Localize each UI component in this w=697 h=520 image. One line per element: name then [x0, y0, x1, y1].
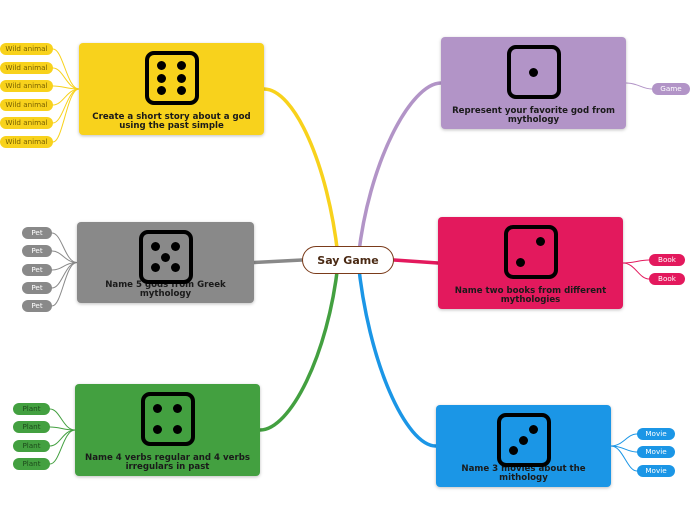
subtopic-connector-two: [622, 259, 650, 264]
subtopic-connector-two: [622, 262, 650, 280]
dice-pip: [529, 67, 538, 77]
dice-pip: [173, 404, 183, 414]
subtopic-pill-six[interactable]: Wild animal: [0, 80, 53, 92]
dice-pip: [156, 73, 166, 83]
subtopic-pill-six[interactable]: Wild animal: [0, 117, 53, 129]
dice-pip: [508, 445, 518, 455]
subtopic-connector-four: [49, 429, 76, 465]
dice-pip: [156, 86, 166, 96]
dice-pip: [536, 237, 546, 247]
subtopic-pill-one[interactable]: Game: [652, 83, 690, 95]
topic-five[interactable]: Name 5 gods from Greek mythology: [77, 222, 254, 303]
central-topic-label: Say Game: [317, 253, 379, 267]
central-topic[interactable]: Say Game: [302, 246, 394, 274]
subtopic-connector-six: [52, 48, 80, 90]
topic-five-label: Name 5 gods from Greek mythology: [105, 279, 226, 299]
dice-five-icon: [138, 230, 193, 284]
subtopic-pill-six[interactable]: Wild animal: [0, 99, 53, 111]
dice-pip: [150, 242, 160, 252]
subtopic-pill-four[interactable]: Plant: [13, 440, 50, 452]
subtopic-pill-three[interactable]: Movie: [637, 428, 675, 440]
subtopic-connector-six: [52, 67, 80, 90]
subtopic-pill-two[interactable]: Book: [649, 254, 685, 266]
subtopic-pill-four[interactable]: Plant: [13, 458, 50, 470]
branch-five: [252, 258, 304, 265]
dice-four-icon: [140, 392, 195, 446]
topic-one[interactable]: Represent your favorite god from mytholo…: [441, 37, 626, 129]
branch-two: [392, 258, 440, 265]
subtopic-pill-two[interactable]: Book: [649, 273, 685, 285]
dice-pip: [529, 425, 539, 435]
branch-three: [356, 258, 438, 448]
subtopic-pill-five[interactable]: Pet: [22, 245, 52, 257]
branch-six: [262, 87, 340, 258]
dice-pip: [152, 424, 162, 434]
subtopic-connector-five: [51, 232, 78, 263]
subtopic-pill-six[interactable]: Wild animal: [0, 136, 53, 148]
subtopic-pill-six[interactable]: Wild animal: [0, 43, 53, 55]
subtopic-connector-four: [49, 408, 76, 431]
dice-pip: [515, 257, 525, 267]
topic-three[interactable]: Name 3 movies about the mithology: [436, 405, 611, 487]
subtopic-pill-five[interactable]: Pet: [22, 282, 52, 294]
dice-pip: [152, 404, 162, 414]
subtopic-pill-five[interactable]: Pet: [22, 264, 52, 276]
subtopic-connector-three: [610, 445, 638, 472]
topic-six-label: Create a short story about a god using t…: [92, 111, 251, 131]
dice-pip: [519, 435, 528, 445]
subtopic-connector-four: [49, 426, 76, 431]
subtopic-pill-six[interactable]: Wild animal: [0, 62, 53, 74]
subtopic-pill-five[interactable]: Pet: [22, 227, 52, 239]
subtopic-connector-five: [51, 262, 78, 307]
subtopic-connector-four: [49, 429, 76, 447]
topic-six[interactable]: Create a short story about a god using t…: [79, 43, 264, 135]
topic-four-label: Name 4 verbs regular and 4 verbs irregul…: [85, 452, 250, 472]
topic-two[interactable]: Name two books from different mythologie…: [438, 217, 623, 309]
subtopic-pill-three[interactable]: Movie: [637, 465, 675, 477]
dice-pip: [156, 60, 166, 70]
topic-one-label: Represent your favorite god from mytholo…: [452, 105, 615, 125]
dice-pip: [171, 262, 181, 272]
topic-four[interactable]: Name 4 verbs regular and 4 verbs irregul…: [75, 384, 260, 476]
topic-two-label: Name two books from different mythologie…: [454, 285, 607, 305]
dice-six-icon: [144, 51, 199, 105]
subtopic-connector-five: [51, 250, 78, 263]
dice-pip: [173, 424, 183, 434]
dice-pip: [150, 262, 160, 272]
dice-pip: [177, 73, 187, 83]
subtopic-pill-four[interactable]: Plant: [13, 421, 50, 433]
dice-pip: [171, 242, 181, 252]
topic-three-label: Name 3 movies about the mithology: [461, 463, 586, 483]
dice-pip: [177, 60, 187, 70]
dice-three-icon: [496, 413, 551, 467]
dice-two-icon: [503, 225, 558, 279]
branch-four: [258, 262, 340, 432]
dice-pip: [161, 252, 170, 262]
branch-one: [356, 81, 443, 262]
subtopic-connector-three: [610, 433, 638, 447]
subtopic-pill-five[interactable]: Pet: [22, 300, 52, 312]
dice-one-icon: [506, 45, 561, 99]
subtopic-pill-three[interactable]: Movie: [637, 446, 675, 458]
subtopic-connector-six: [52, 88, 80, 143]
subtopic-connector-six: [52, 88, 80, 124]
subtopic-connector-one: [625, 82, 653, 90]
dice-pip: [177, 86, 187, 96]
subtopic-pill-four[interactable]: Plant: [13, 403, 50, 415]
